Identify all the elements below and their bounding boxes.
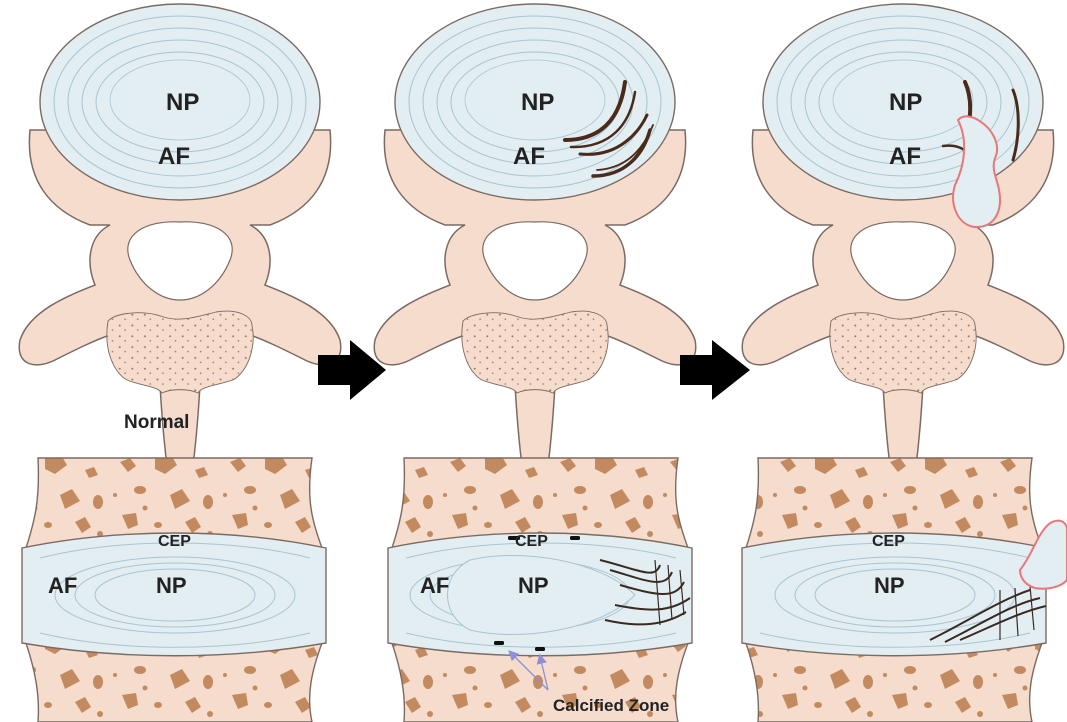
cep-label: CEP (158, 533, 191, 550)
axial-vertebra-herniated: NP AF (742, 4, 1064, 499)
normal-label: Normal (124, 412, 189, 433)
axial-vertebra-fissured: NP AF (374, 4, 696, 499)
np-label: NP (521, 89, 554, 116)
af-label: AF (48, 573, 77, 598)
af-label: AF (513, 143, 545, 170)
np-label: NP (889, 89, 922, 116)
af-label: AF (420, 573, 449, 598)
sagittal-disc-fissured: CEP AF NP Calcified Zone (388, 458, 692, 722)
sagittal-disc-normal: CEP AF NP (22, 458, 326, 722)
np-label: NP (166, 89, 199, 116)
np-label: NP (156, 573, 187, 598)
np-label: NP (518, 573, 549, 598)
calcified-zone-label: Calcified Zone (553, 696, 669, 715)
cep-label: CEP (515, 533, 548, 550)
af-label: AF (158, 143, 190, 170)
np-label: NP (874, 573, 905, 598)
cep-label: CEP (872, 533, 905, 550)
af-label: AF (889, 143, 921, 170)
sagittal-disc-herniated: CEP NP (742, 458, 1067, 722)
